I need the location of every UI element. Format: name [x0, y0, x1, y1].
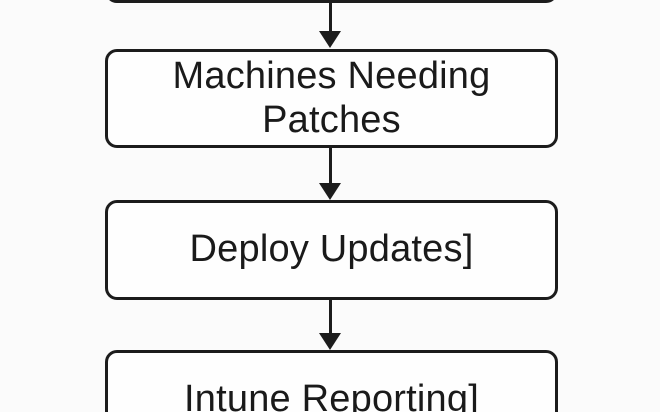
edge-line-top-to-machines	[329, 3, 332, 32]
arrowhead-down-icon	[319, 183, 341, 200]
edge-line-deploy-to-intune	[329, 299, 332, 334]
node-deploy-updates: Deploy Updates]	[105, 200, 558, 300]
node-intune-reporting: Intune Reporting]	[105, 350, 558, 412]
edge-line-machines-to-deploy	[329, 148, 332, 184]
node-machines-needing-patches: Machines Needing Patches	[105, 49, 558, 148]
arrowhead-down-icon	[319, 31, 341, 48]
node-label: Deploy Updates]	[189, 228, 474, 271]
node-label: Machines Needing Patches	[172, 54, 491, 141]
arrowhead-down-icon	[319, 333, 341, 350]
node-label: Intune Reporting]	[184, 378, 479, 412]
